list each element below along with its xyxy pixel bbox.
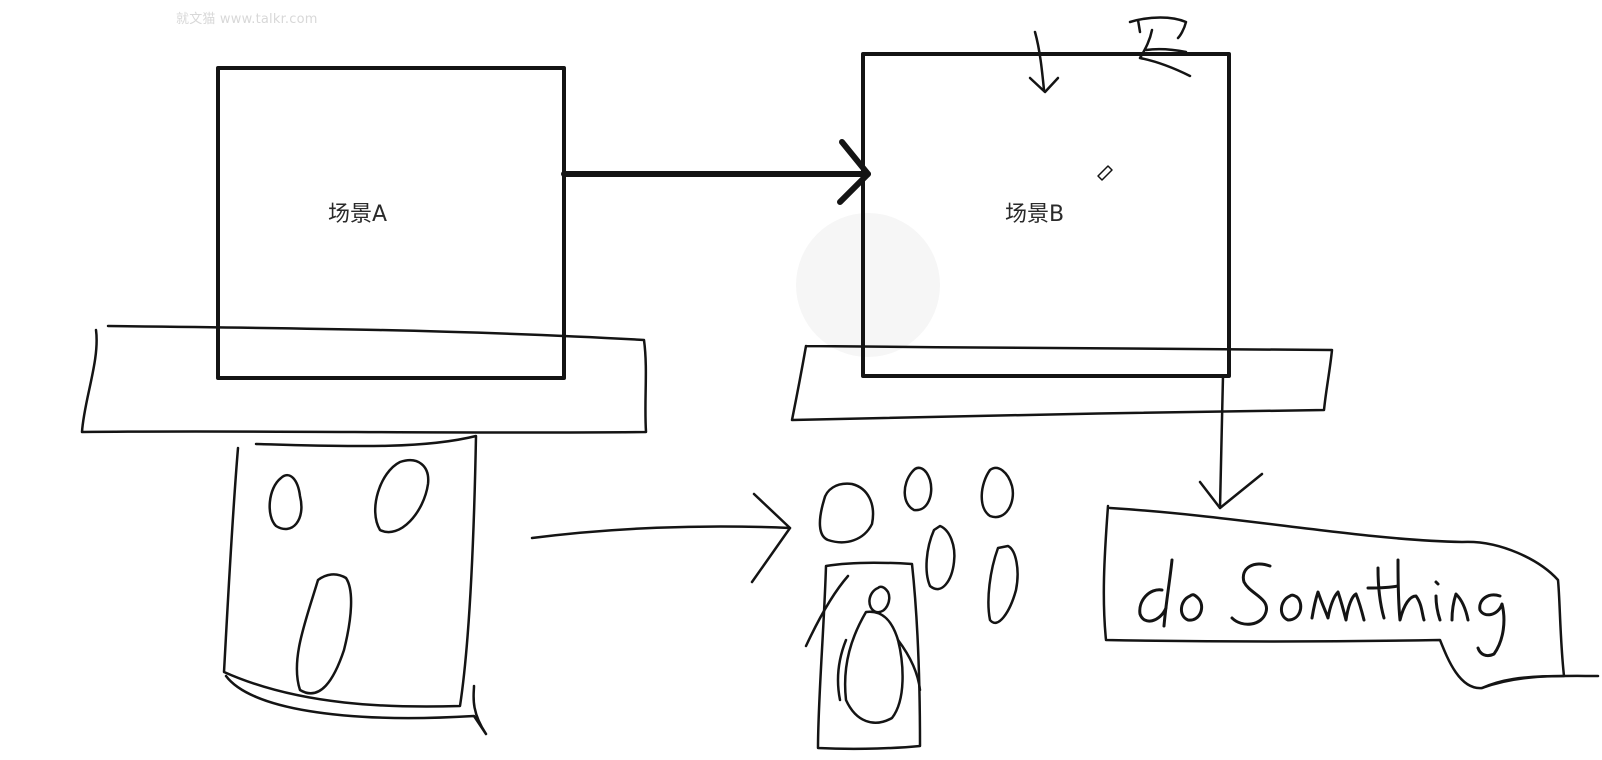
- handwritten-note: [1138, 558, 1506, 658]
- scene-a-box: [216, 66, 566, 380]
- watermark: 就文猫 www.talkr.com: [176, 12, 318, 27]
- scene-a-platform: [80, 324, 648, 434]
- arrow-scene-a-to-b: [561, 139, 871, 205]
- arrow-character-a-to-b: [530, 492, 792, 584]
- character-a-drawing: [222, 434, 488, 736]
- cursor-highlight: [796, 213, 940, 357]
- action-box-tail: [1480, 674, 1600, 690]
- scene-a-label: 场景A: [328, 202, 388, 227]
- scene-b-platform: [790, 344, 1334, 422]
- character-b-drawing: [804, 466, 1019, 751]
- scene-b-box: [861, 52, 1231, 378]
- handwritten-mark-top: [1028, 16, 1192, 181]
- arrow-scene-b-to-action: [1198, 374, 1264, 510]
- scene-b-label: 场景B: [1005, 202, 1065, 227]
